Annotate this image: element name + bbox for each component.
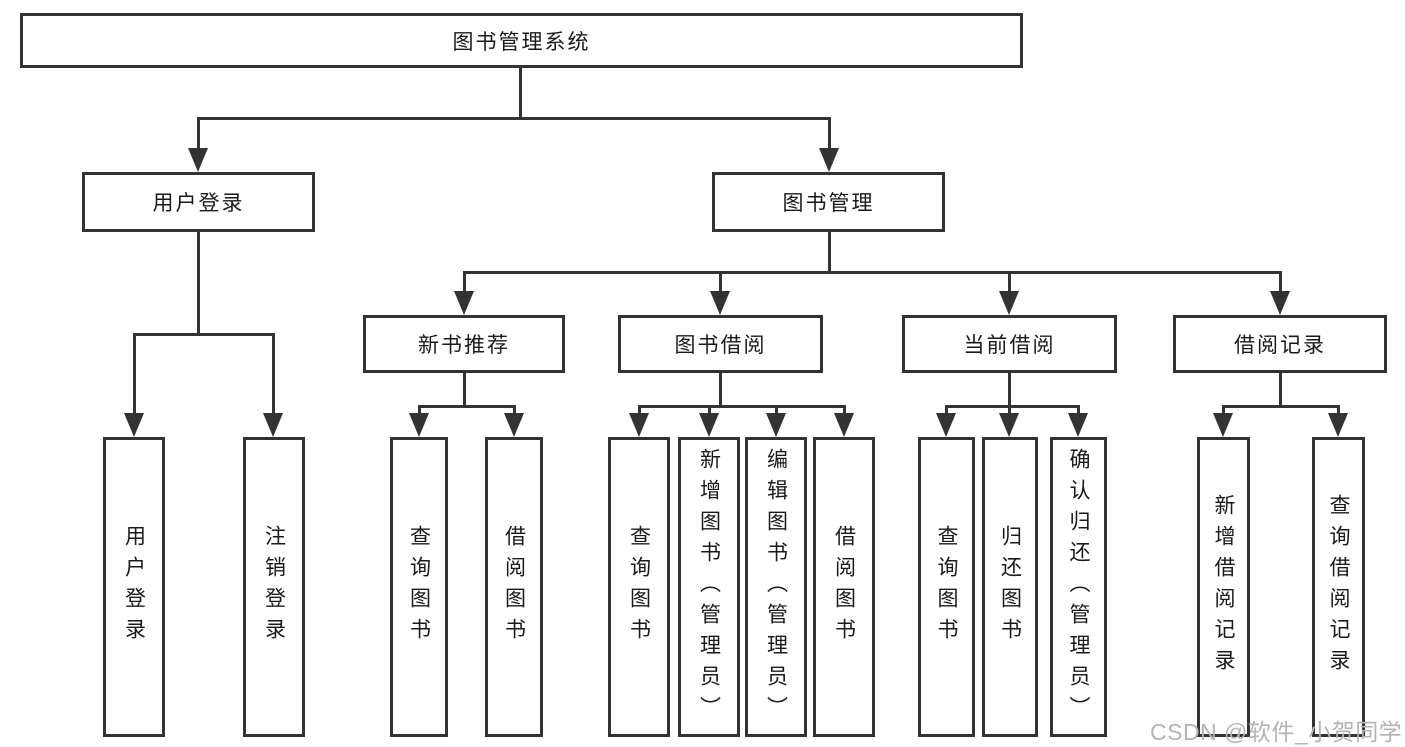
- node-borrowing-records: 借阅记录: [1173, 315, 1387, 373]
- connector-line: [638, 405, 641, 415]
- connector-line: [1008, 373, 1011, 407]
- leaf-borrow-books-recommend: 借阅图书: [485, 437, 543, 737]
- connector-line: [945, 405, 948, 415]
- leaf-user-login: 用户登录: [103, 437, 165, 737]
- connector-line: [133, 333, 275, 336]
- connector-line: [638, 405, 846, 408]
- leaf-label: 查询图书: [627, 525, 651, 649]
- node-new-book-recommendation: 新书推荐: [363, 315, 565, 373]
- leaf-label: 借阅图书: [832, 525, 856, 649]
- leaf-query-books-current: 查询图书: [918, 437, 975, 737]
- leaf-label: 用户登录: [122, 525, 146, 649]
- leaf-label: 确认归还（管理员）: [1067, 447, 1090, 727]
- arrow-down-icon: [1213, 413, 1233, 437]
- connector-line: [719, 271, 722, 293]
- connector-line: [1222, 405, 1225, 415]
- arrow-down-icon: [1270, 291, 1290, 315]
- connector-line: [1279, 373, 1282, 407]
- arrow-down-icon: [188, 148, 208, 172]
- leaf-label: 编辑图书（管理员）: [764, 447, 788, 727]
- leaf-return-books: 归还图书: [982, 437, 1038, 737]
- leaf-confirm-return-admin: 确认归还（管理员）: [1050, 437, 1107, 737]
- leaf-add-borrow-record: 新增借阅记录: [1197, 437, 1250, 737]
- leaf-borrow-books: 借阅图书: [813, 437, 875, 737]
- leaf-query-borrow-record: 查询借阅记录: [1312, 437, 1365, 737]
- connector-line: [708, 405, 711, 415]
- connector-line: [197, 232, 200, 336]
- connector-line: [418, 405, 421, 415]
- leaf-label: 新增借阅记录: [1212, 494, 1235, 680]
- leaf-query-books-recommend: 查询图书: [390, 437, 448, 737]
- connector-line: [828, 117, 831, 149]
- leaf-label: 查询图书: [935, 525, 958, 649]
- arrow-down-icon: [409, 413, 429, 437]
- connector-line: [828, 232, 831, 274]
- arrow-down-icon: [999, 291, 1019, 315]
- connector-line: [775, 405, 778, 415]
- leaf-label: 新增图书（管理员）: [697, 447, 721, 727]
- connector-line: [719, 373, 722, 407]
- arrow-down-icon: [936, 413, 956, 437]
- arrow-down-icon: [629, 413, 649, 437]
- arrow-down-icon: [454, 291, 474, 315]
- arrow-down-icon: [819, 148, 839, 172]
- leaf-label: 归还图书: [998, 525, 1022, 649]
- leaf-label: 借阅图书: [502, 525, 526, 649]
- connector-line: [843, 405, 846, 415]
- node-root: 图书管理系统: [20, 13, 1023, 68]
- connector-line: [133, 333, 136, 415]
- leaf-query-books-borrowing: 查询图书: [608, 437, 670, 737]
- leaf-logout: 注销登录: [243, 437, 305, 737]
- connector-line: [1077, 405, 1080, 415]
- connector-line: [513, 405, 516, 415]
- leaf-edit-books-admin: 编辑图书（管理员）: [745, 437, 807, 737]
- connector-line: [945, 405, 1079, 408]
- node-current-borrowing: 当前借阅: [902, 315, 1117, 373]
- leaf-label: 注销登录: [262, 525, 286, 649]
- connector-line: [1279, 271, 1282, 293]
- node-user-login: 用户登录: [82, 172, 315, 232]
- arrow-down-icon: [699, 413, 719, 437]
- node-book-borrowing: 图书借阅: [618, 315, 823, 373]
- connector-line: [272, 333, 275, 415]
- connector-line: [1337, 405, 1340, 415]
- connector-line: [519, 68, 522, 120]
- arrow-down-icon: [124, 413, 144, 437]
- connector-line: [197, 117, 200, 149]
- connector-line: [197, 117, 831, 120]
- connector-line: [1222, 405, 1339, 408]
- arrow-down-icon: [834, 413, 854, 437]
- connector-line: [1008, 405, 1011, 415]
- connector-line: [463, 373, 466, 407]
- csdn-watermark: CSDN @软件_小贺同学: [1150, 719, 1403, 745]
- leaf-add-books-admin: 新增图书（管理员）: [678, 437, 740, 737]
- arrow-down-icon: [504, 413, 524, 437]
- arrow-down-icon: [766, 413, 786, 437]
- connector-line: [418, 405, 516, 408]
- connector-line: [463, 271, 1282, 274]
- arrow-down-icon: [263, 413, 283, 437]
- arrow-down-icon: [1328, 413, 1348, 437]
- arrow-down-icon: [999, 413, 1019, 437]
- connector-line: [463, 271, 466, 293]
- node-book-management: 图书管理: [712, 172, 945, 232]
- arrow-down-icon: [1068, 413, 1088, 437]
- connector-line: [1008, 271, 1011, 293]
- leaf-label: 查询图书: [407, 525, 431, 649]
- arrow-down-icon: [710, 291, 730, 315]
- leaf-label: 查询借阅记录: [1327, 494, 1350, 680]
